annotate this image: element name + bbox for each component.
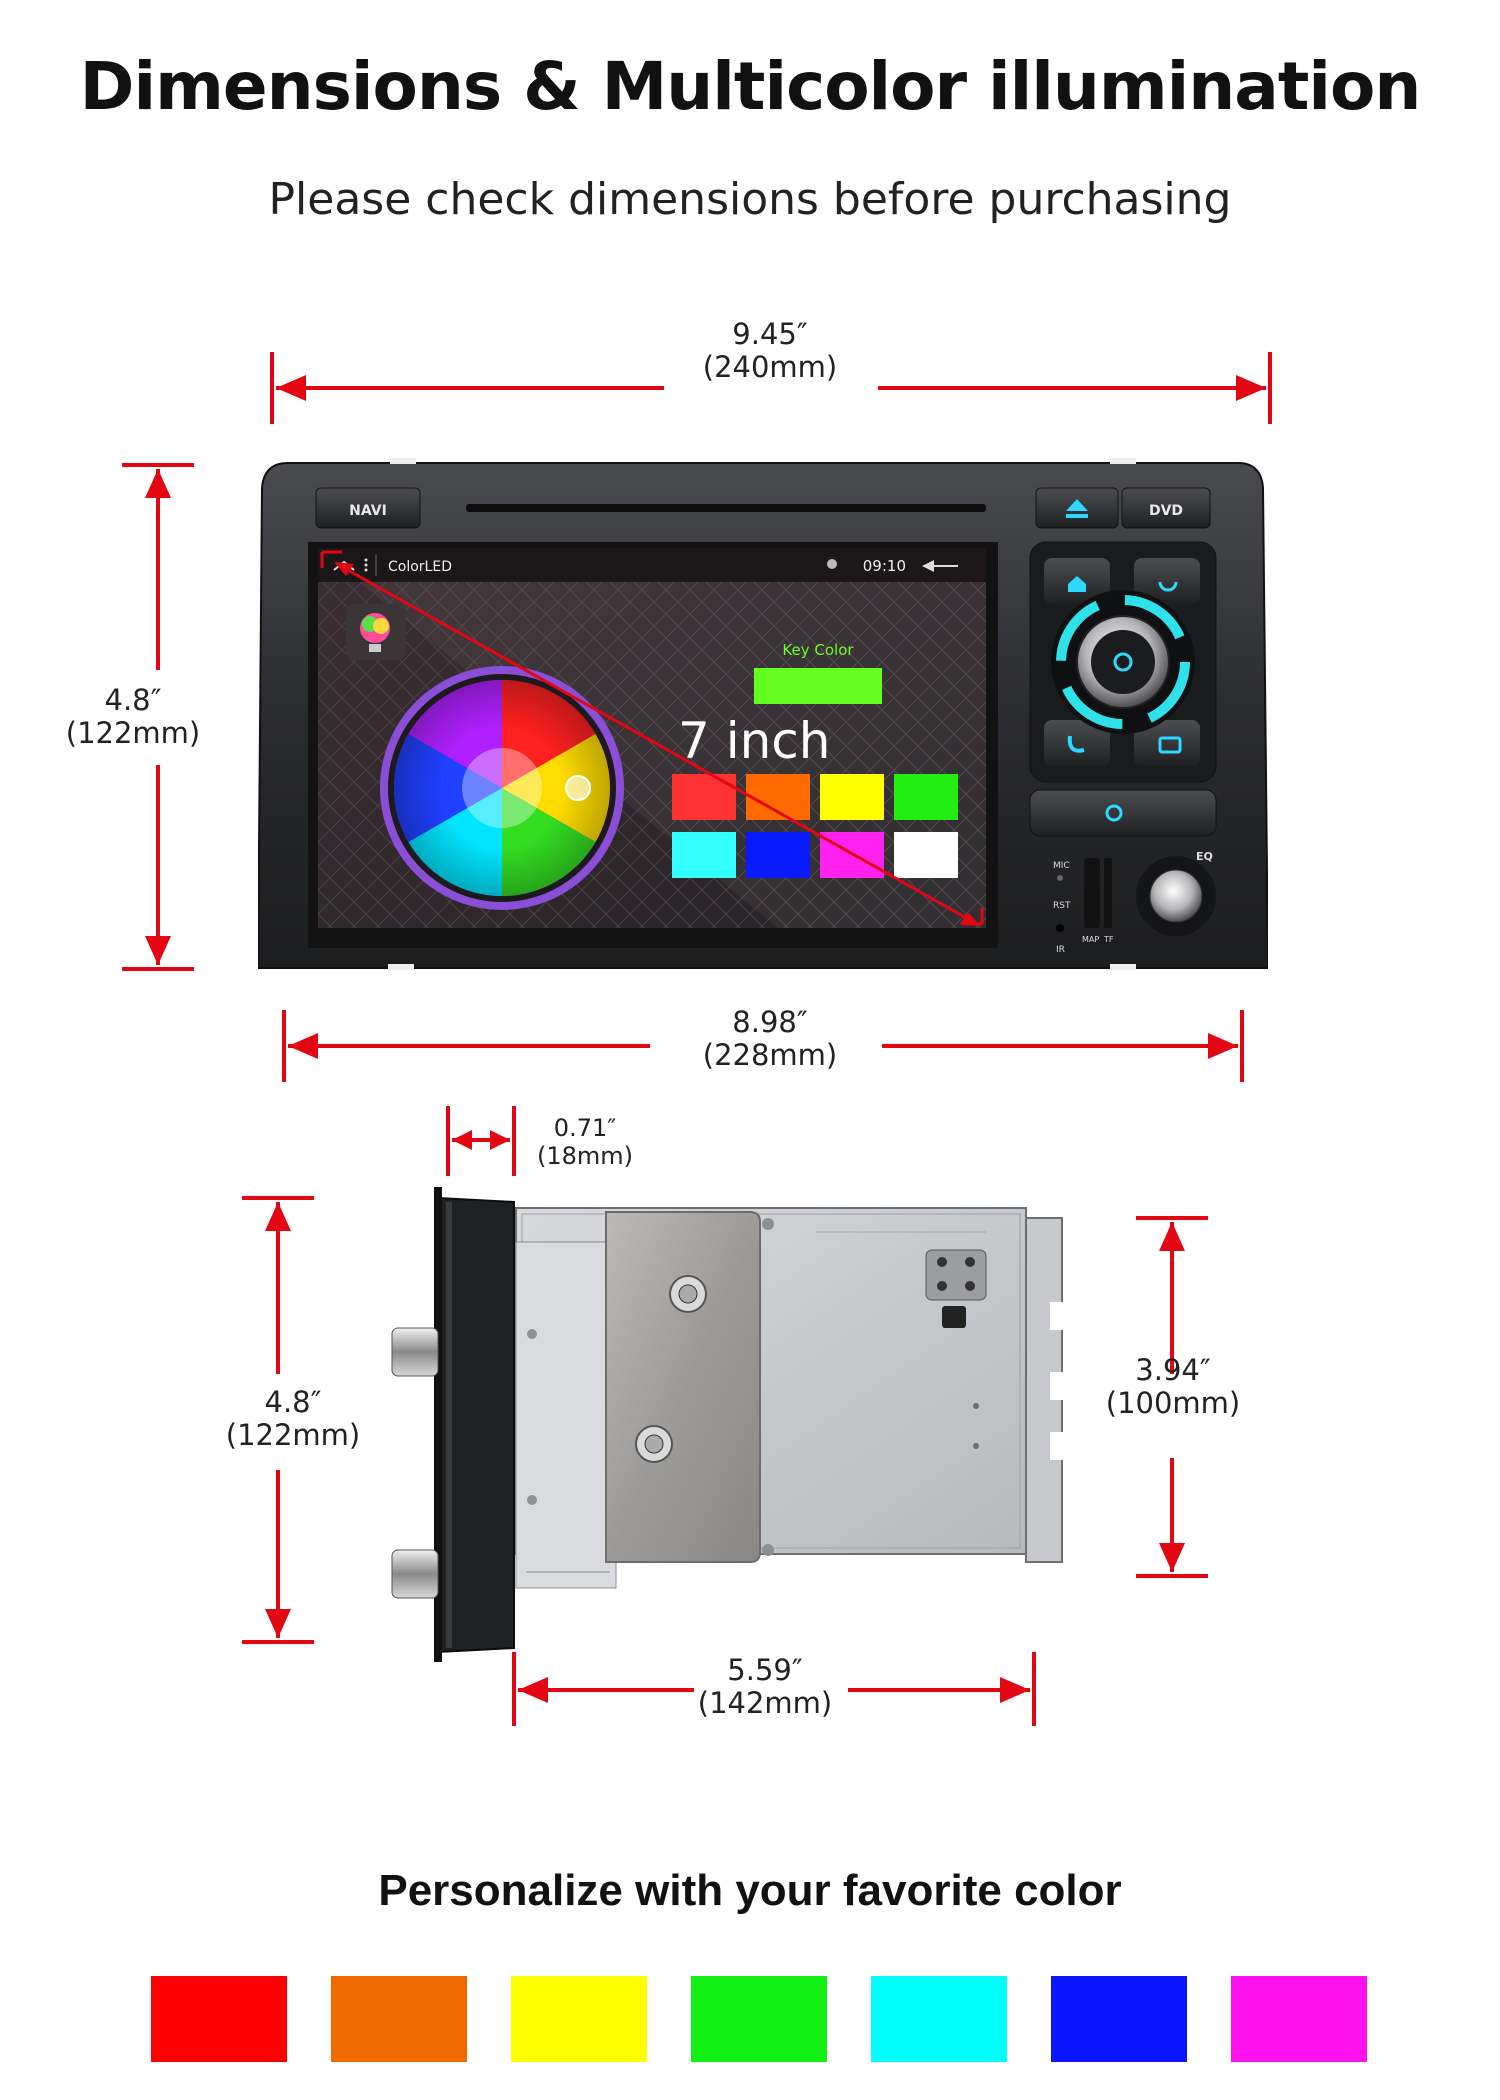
top-width-label: 9.45″ (240mm) <box>665 318 875 384</box>
side-height-arrow <box>242 1196 314 1644</box>
front-height-mm: (122mm) <box>65 716 201 750</box>
mic-label: MIC <box>1053 861 1070 871</box>
box-depth-arrow <box>512 1652 1036 1726</box>
screen-color-tile <box>820 774 884 820</box>
bottom-width-arrow <box>282 1010 1244 1082</box>
map-label: MAP <box>1082 935 1099 944</box>
personalize-title: Personalize with your favorite color <box>378 1866 1122 1915</box>
screen-color-grid <box>672 774 958 878</box>
rst-label: RST <box>1053 901 1071 911</box>
color-swatch <box>511 1976 647 2062</box>
front-height-label: 4.8″ (122mm) <box>48 684 218 750</box>
eq-label: EQ <box>1196 850 1213 863</box>
top-width-inch: 9.45″ <box>732 317 808 351</box>
screen-color-tile <box>746 832 810 878</box>
head-unit-side <box>391 1187 1064 1662</box>
panel-depth-label: 0.71″ (18mm) <box>520 1114 650 1170</box>
color-swatch <box>1051 1976 1187 2062</box>
bottom-width-inch: 8.98″ <box>732 1005 808 1039</box>
page-title: Dimensions & Multicolor illumination <box>79 48 1422 125</box>
box-depth-label: 5.59″ (142mm) <box>680 1654 850 1720</box>
screen-color-tile <box>894 774 958 820</box>
box-depth-mm: (142mm) <box>697 1686 833 1720</box>
app-name: ColorLED <box>388 559 452 575</box>
page-subtitle: Please check dimensions before purchasin… <box>268 174 1232 225</box>
screen-color-tile <box>894 832 958 878</box>
side-height-label: 4.8″ (122mm) <box>208 1386 378 1452</box>
bottom-width-label: 8.98″ (228mm) <box>665 1006 875 1072</box>
screen-clock: 09:10 <box>863 557 906 575</box>
color-swatch <box>331 1976 467 2062</box>
head-unit-front: NAVI DVD ColorLED 09:10 <box>258 458 1268 970</box>
box-height-inch: 3.94″ <box>1135 1353 1211 1387</box>
front-height-arrow <box>122 463 194 971</box>
color-swatch <box>1231 1976 1367 2062</box>
bottom-width-mm: (228mm) <box>702 1038 838 1072</box>
panel-depth-inch: 0.71″ <box>553 1114 617 1142</box>
key-color-label: Key Color <box>782 641 854 659</box>
panel-depth-mm: (18mm) <box>536 1142 634 1170</box>
tf-label: TF <box>1103 935 1114 944</box>
color-swatch <box>871 1976 1007 2062</box>
box-height-arrow <box>1136 1216 1208 1578</box>
side-height-inch: 4.8″ <box>264 1385 322 1419</box>
ir-label: IR <box>1056 945 1065 955</box>
screen-color-tile <box>672 774 736 820</box>
color-swatch <box>691 1976 827 2062</box>
side-height-mm: (122mm) <box>225 1418 361 1452</box>
panel-depth-arrow <box>446 1106 516 1176</box>
top-width-arrow <box>270 352 1272 424</box>
front-height-inch: 4.8″ <box>104 683 162 717</box>
top-width-mm: (240mm) <box>702 350 838 384</box>
color-swatch <box>151 1976 287 2062</box>
box-height-mm: (100mm) <box>1105 1386 1241 1420</box>
screen-size-label: 7 inch <box>678 712 830 770</box>
box-height-label: 3.94″ (100mm) <box>1088 1354 1258 1420</box>
box-depth-inch: 5.59″ <box>727 1653 803 1687</box>
navi-button-label: NAVI <box>349 503 387 519</box>
screen-color-tile <box>672 832 736 878</box>
dvd-button-label: DVD <box>1149 503 1183 519</box>
